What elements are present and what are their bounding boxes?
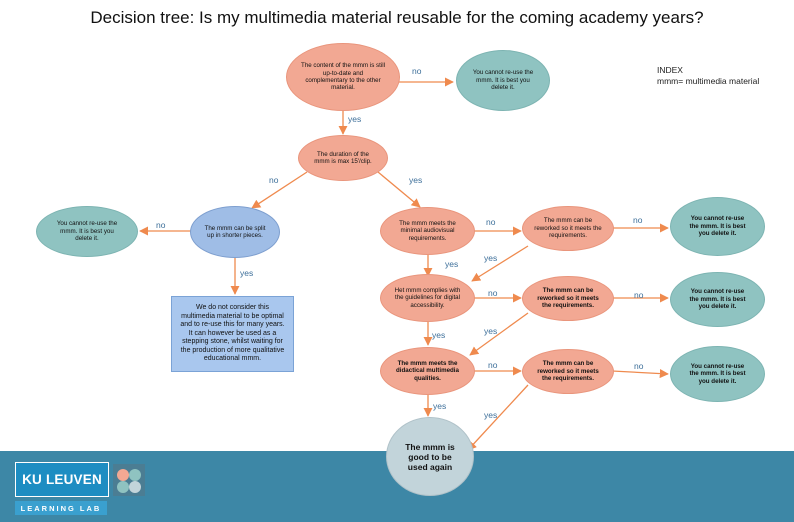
- label-no-split: no: [156, 220, 166, 230]
- node-rework-2-text: The mmm can be reworked so it meets the …: [537, 287, 599, 310]
- node-didactical: The mmm meets the didactical multimedia …: [380, 347, 475, 395]
- learning-lab-label: LEARNING LAB: [15, 501, 107, 515]
- node-rework-3: The mmm can be reworked so it meets the …: [522, 349, 614, 394]
- label-no-rework3: no: [634, 361, 644, 371]
- label-yes-rework1: yes: [484, 253, 498, 263]
- label-yes-av: yes: [445, 259, 459, 269]
- node-accessibility: Het mmm complies with the guidelines for…: [380, 274, 475, 322]
- node-didactical-text: The mmm meets the didactical multimedia …: [396, 359, 459, 382]
- node-content-up-to-date-text: The content of the mmm is still up-to-da…: [301, 62, 385, 92]
- arrow-rework3-yes: [467, 384, 529, 451]
- label-no-av: no: [486, 217, 496, 227]
- node-delete-top-text: You cannot re-use the mmm. It is best yo…: [472, 69, 534, 92]
- label-yes-didact: yes: [433, 401, 447, 411]
- label-yes-rework3: yes: [484, 410, 498, 420]
- label-no-content: no: [412, 66, 422, 76]
- index-heading: INDEX: [657, 65, 683, 75]
- node-accessibility-text: Het mmm complies with the guidelines for…: [394, 286, 461, 309]
- label-yes-access: yes: [432, 330, 446, 340]
- label-no-didact: no: [488, 360, 498, 370]
- arrow-duration-no: [251, 171, 308, 209]
- node-delete-1-text: You cannot re-use the mmm. It is best yo…: [689, 215, 746, 238]
- node-delete-left: You cannot re-use the mmm. It is best yo…: [36, 206, 138, 257]
- index-entry: mmm= multimedia material: [657, 76, 760, 86]
- node-delete-2: You cannot re-use the mmm. It is best yo…: [670, 272, 765, 327]
- node-good-to-use-text: The mmm is good to be used again: [405, 441, 455, 472]
- label-yes-content: yes: [348, 114, 362, 124]
- node-delete-3-text: You cannot re-use the mmm. It is best yo…: [689, 362, 746, 385]
- node-delete-top: You cannot re-use the mmm. It is best yo…: [456, 50, 550, 111]
- box-not-optimal: We do not consider this multimedia mater…: [171, 296, 294, 372]
- arrow-rework1-yes: [471, 245, 529, 282]
- node-duration: The duration of the mmm is max 15'/clip.: [298, 135, 388, 181]
- node-good-to-use: The mmm is good to be used again: [386, 417, 474, 496]
- page-title: Decision tree: Is my multimedia material…: [90, 8, 704, 27]
- arrow-rework3-no: [611, 369, 669, 379]
- node-delete-3: You cannot re-use the mmm. It is best yo…: [670, 346, 765, 402]
- label-yes-split: yes: [240, 268, 254, 278]
- learning-lab-icon: [113, 464, 145, 496]
- node-rework-1: The mmm can be reworked so it meets the …: [522, 206, 614, 251]
- node-delete-1: You cannot re-use the mmm. It is best yo…: [670, 197, 765, 256]
- arrow-duration-yes: [377, 171, 421, 208]
- label-yes-rework2: yes: [484, 326, 498, 336]
- node-rework-2: The mmm can be reworked so it meets the …: [522, 276, 614, 321]
- node-rework-3-text: The mmm can be reworked so it meets the …: [537, 360, 599, 383]
- label-yes-duration: yes: [409, 175, 423, 185]
- node-rework-1-text: The mmm can be reworked so it meets the …: [534, 217, 602, 240]
- ku-leuven-logo: KU LEUVEN: [15, 462, 109, 497]
- node-audiovisual-text: The mmm meets the minimal audiovisual re…: [399, 219, 456, 242]
- arrow-rework2-yes: [469, 312, 529, 356]
- node-delete-left-text: You cannot re-use the mmm. It is best yo…: [56, 220, 118, 243]
- label-no-access: no: [488, 288, 498, 298]
- node-delete-2-text: You cannot re-use the mmm. It is best yo…: [689, 288, 746, 311]
- index-legend: INDEX mmm= multimedia material: [657, 65, 759, 87]
- label-no-rework2: no: [634, 290, 644, 300]
- label-no-rework1: no: [633, 215, 643, 225]
- box-not-optimal-text: We do not consider this multimedia mater…: [180, 303, 285, 363]
- node-split-up-text: The mmm can be split up in shorter piece…: [204, 224, 266, 239]
- node-content-up-to-date: The content of the mmm is still up-to-da…: [286, 43, 400, 111]
- node-duration-text: The duration of the mmm is max 15'/clip.: [314, 150, 372, 165]
- label-no-duration: no: [269, 175, 279, 185]
- node-split-up: The mmm can be split up in shorter piece…: [190, 206, 280, 258]
- node-audiovisual: The mmm meets the minimal audiovisual re…: [380, 207, 475, 255]
